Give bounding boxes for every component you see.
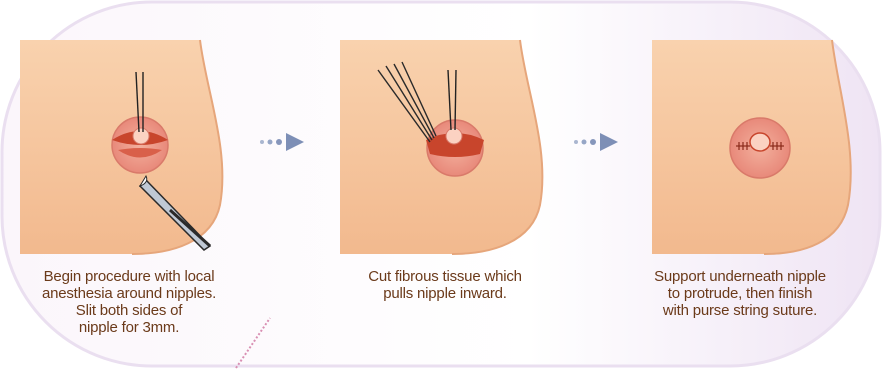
- step-3-caption: Support underneath nipple to protrude, t…: [620, 268, 860, 319]
- step-2-caption: Cut fibrous tissue which pulls nipple in…: [320, 268, 570, 302]
- step-1-caption: Begin procedure with local anesthesia ar…: [6, 268, 252, 336]
- step-2: Cut fibrous tissue which pulls nipple in…: [320, 0, 580, 369]
- arrow-right-icon: [258, 130, 308, 154]
- step-3: Support underneath nipple to protrude, t…: [632, 0, 884, 369]
- step-1: Begin procedure with local anesthesia ar…: [0, 0, 260, 369]
- arrow-right-icon: [572, 130, 622, 154]
- step-2-illustration: [320, 0, 580, 369]
- nipple: [750, 133, 770, 151]
